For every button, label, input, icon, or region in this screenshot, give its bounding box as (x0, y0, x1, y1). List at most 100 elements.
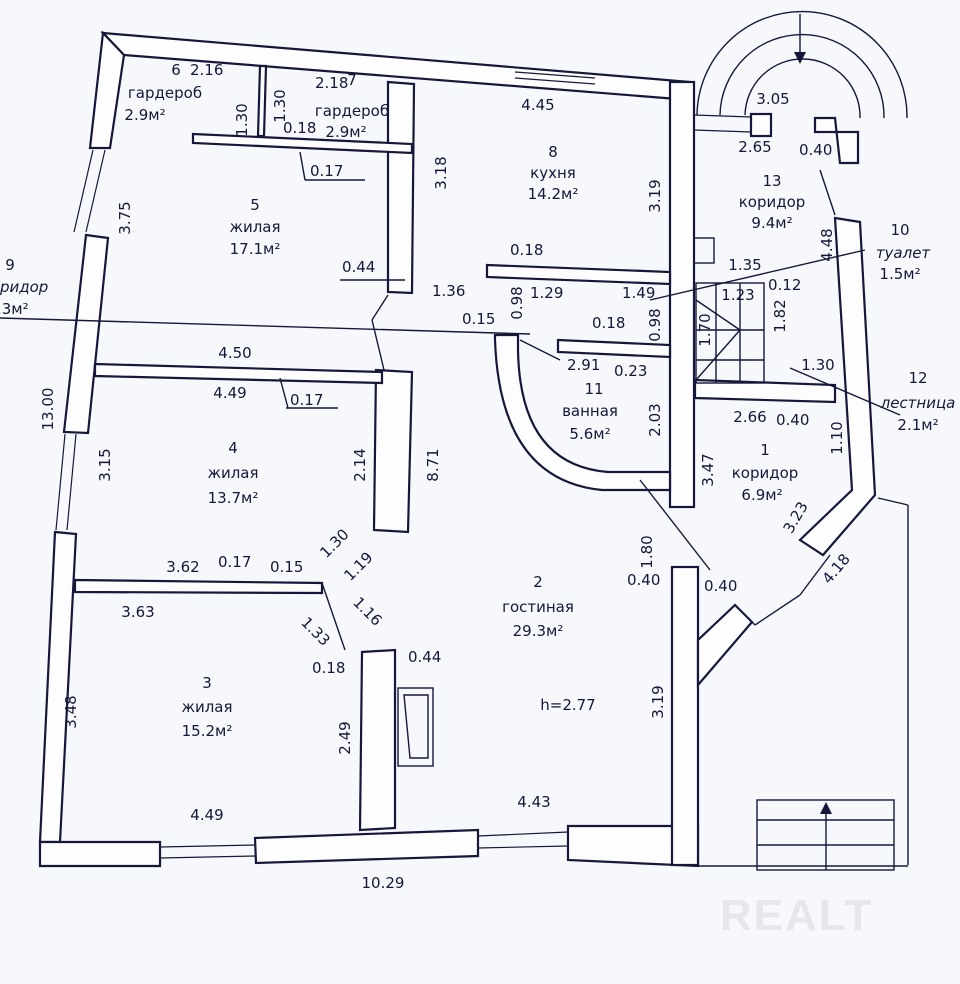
room-area: 1.5м² (879, 265, 920, 283)
room-name: ванная (562, 402, 618, 420)
dimension-label: 2.16 (190, 61, 223, 79)
dimension-label: 1.30 (233, 103, 251, 136)
room-number: 5 (250, 196, 260, 214)
room-number: 10 (890, 221, 909, 239)
room-name: коридор (739, 193, 806, 211)
dimension-label: 3.19 (649, 685, 667, 718)
dimension-label: 2.91 (567, 356, 600, 374)
ceiling-height: h=2.77 (540, 696, 595, 714)
bottom-wall-mid (253, 828, 480, 865)
room-2-label: 2 гостиная 29.3м² h=2.77 (502, 573, 596, 714)
porch (696, 10, 908, 119)
room-name: туалет (876, 244, 932, 262)
dimension-label: 0.18 (283, 119, 316, 137)
dimension-label: 3.63 (121, 603, 154, 621)
wall-bath-top (556, 338, 672, 359)
dimension-label: 4.48 (818, 228, 836, 261)
left-wall-top (88, 30, 126, 150)
room-area: 17.1м² (230, 240, 281, 258)
dimension-label: 1.70 (696, 313, 714, 346)
dimension-label: 4.18 (819, 550, 854, 587)
bath-curved-wall (493, 333, 672, 492)
dimension-label: 3.23 (780, 499, 812, 537)
dimension-label: 0.18 (510, 241, 543, 259)
room-name: коридор (0, 278, 48, 296)
entry-arrow-icon (794, 52, 806, 64)
room-5-label: 5 жилая 17.1м² (229, 196, 280, 258)
dimension-label: 3.75 (116, 201, 134, 234)
dimension-label: 3.48 (62, 695, 80, 728)
dimension-label: 2.14 (351, 448, 369, 481)
room-area: 1.3м² (0, 300, 29, 318)
dimension-label: 4.43 (517, 793, 550, 811)
dimension-label: 0.17 (290, 391, 323, 409)
dimension-label: 0.15 (462, 310, 495, 328)
dimension-label: 1.30 (801, 356, 834, 374)
dimension-label: 3.62 (166, 558, 199, 576)
entry-wall (696, 603, 754, 688)
dimension-label: 0.17 (310, 162, 343, 180)
windows (55, 71, 752, 859)
dimension-label: 1.80 (638, 535, 656, 568)
room-area: 6.9м² (741, 486, 782, 504)
wardrobe-divider (256, 64, 268, 138)
dimension-label: 1.19 (340, 548, 376, 584)
room-1-label: 1 коридор 6.9м² (732, 441, 799, 504)
dimension-label: 1.29 (530, 284, 563, 302)
stair-arrow-icon (820, 802, 832, 814)
room-name: гостиная (502, 598, 574, 616)
room-3-label: 3 жилая 15.2м² (181, 674, 232, 740)
dimension-label: 0.44 (408, 648, 441, 666)
dimension-label: 2.03 (646, 403, 664, 436)
room-name: жилая (181, 698, 232, 716)
dimension-label: 0.18 (312, 659, 345, 677)
dimension-label: 2.18 (315, 74, 348, 92)
wall-5-4 (93, 362, 384, 385)
room-number: 1 (760, 441, 770, 459)
dimension-label: 0.15 (270, 558, 303, 576)
room-7-label: 7 гардероб 2.9м² (315, 71, 389, 141)
room-area: 2.9м² (124, 106, 165, 124)
room-area: 5.6м² (569, 425, 610, 443)
dimension-label: 3.18 (432, 156, 450, 189)
wall-3-2 (358, 648, 397, 832)
dimension-label: 0.40 (704, 577, 737, 595)
dimension-label: 0.12 (768, 276, 801, 294)
dimension-label: 10.29 (362, 874, 405, 892)
room-number: 4 (228, 439, 238, 457)
room-area: 14.2м² (528, 185, 579, 203)
dimension-label: 0.98 (508, 286, 526, 319)
room-name: коридор (732, 464, 799, 482)
room-name: жилая (207, 464, 258, 482)
room-number: 7 (347, 71, 357, 89)
room-number: 6 (171, 61, 181, 79)
room-8-label: 8 кухня 14.2м² (528, 143, 579, 203)
room-12-label: 12 лестница 2.1м² (880, 369, 956, 434)
dimension-label: 0.98 (646, 308, 664, 341)
room-number: 11 (584, 380, 603, 398)
dimension-label: 0.40 (776, 411, 809, 429)
corridor-east-wall (798, 216, 877, 557)
room-area: 2.1м² (897, 416, 938, 434)
room-name: гардероб (315, 102, 389, 120)
room-number: 2 (533, 573, 543, 591)
dimension-label: 0.18 (592, 314, 625, 332)
stair-landing-wall (693, 378, 837, 404)
dimension-label: 0.23 (614, 362, 647, 380)
dimension-label: 1.82 (771, 299, 789, 332)
right-wall-lower (670, 565, 700, 867)
dimension-label: 0.17 (218, 553, 251, 571)
leader-lines (0, 151, 901, 651)
room-name: гардероб (128, 84, 202, 102)
dimension-label: 3.47 (699, 453, 717, 486)
dimension-label: 0.44 (342, 258, 375, 276)
wall-4-2 (372, 368, 414, 534)
wall-wardrobe (191, 132, 414, 155)
room-11-label: 11 ванная 5.6м² (562, 380, 618, 443)
dimension-label: 4.50 (218, 344, 251, 362)
dimension-label: 1.16 (349, 593, 385, 629)
room-area: 29.3м² (513, 622, 564, 640)
dimension-label: 1.23 (721, 286, 754, 304)
dimension-label: 0.40 (799, 141, 832, 159)
room-9-label: 9 коридор 1.3м² (0, 256, 48, 318)
